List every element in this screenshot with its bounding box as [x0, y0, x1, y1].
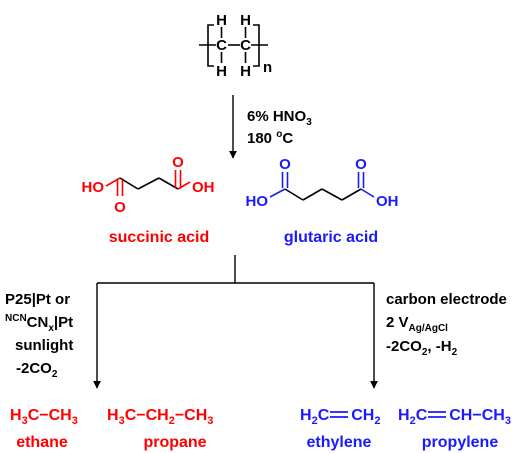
ga-bond-ho	[269, 188, 286, 198]
ga-ho-label: HO	[246, 193, 269, 210]
sa-oh-label: OH	[192, 179, 215, 196]
ga-bond-2	[302, 188, 323, 201]
pe-h2: H	[240, 12, 251, 29]
pe-h3: H	[216, 63, 227, 80]
glutaric-acid-structure: HO OH O O	[246, 156, 399, 210]
sa-ho-label: HO	[82, 179, 105, 196]
sa-bond-ho	[105, 177, 121, 187]
sa-bond-1	[119, 177, 139, 190]
left-cond-line2: NCNCNx|Pt	[5, 313, 73, 334]
pe-bracket-left	[207, 24, 214, 67]
ethylene-name: ethylene	[307, 434, 372, 451]
sa-bond-2	[137, 177, 160, 190]
left-cond-line3: sunlight	[15, 337, 73, 354]
propylene-name: propylene	[422, 434, 499, 451]
step1-reagent: 6% HNO3	[247, 108, 312, 128]
ga-o-top-right: O	[355, 156, 367, 173]
right-cond-line3: -2CO2, -H2	[386, 338, 458, 358]
sa-o-top: O	[172, 154, 184, 171]
step1-temperature: 180 oC	[247, 129, 293, 147]
succinic-acid-structure: HO OH O O	[82, 154, 215, 216]
left-cond-line4: -2CO2	[16, 360, 58, 380]
pe-h1: H	[216, 12, 227, 29]
sa-o-bottom: O	[114, 199, 126, 216]
ga-oh-label: OH	[376, 193, 399, 210]
ga-bond-oh	[360, 188, 375, 198]
ethane-formula: H3C−CH3	[10, 407, 78, 427]
right-cond-line2: 2 VAg/AgCl	[386, 314, 448, 334]
succinic-acid-name: succinic acid	[109, 229, 210, 246]
ga-bond-4	[341, 188, 362, 201]
right-cond-line1: carbon electrode	[386, 291, 507, 308]
pe-c2: C	[240, 37, 251, 54]
pe-bracket-right	[253, 24, 260, 67]
ga-o-top-left: O	[279, 156, 291, 173]
glutaric-acid-name: glutaric acid	[284, 229, 378, 246]
polyethylene-structure: H H C C H H n	[199, 12, 272, 80]
ethane-name: ethane	[16, 434, 68, 451]
ga-bond-1	[284, 188, 304, 201]
left-cond-line1: P25|Pt or	[5, 291, 70, 308]
propane-name: propane	[143, 434, 206, 451]
ga-bond-3	[321, 188, 343, 201]
pe-c1: C	[216, 37, 227, 54]
propane-formula: H3C−CH2−CH3	[107, 407, 213, 427]
pe-repeat-n: n	[263, 59, 272, 76]
pe-h4: H	[240, 63, 251, 80]
